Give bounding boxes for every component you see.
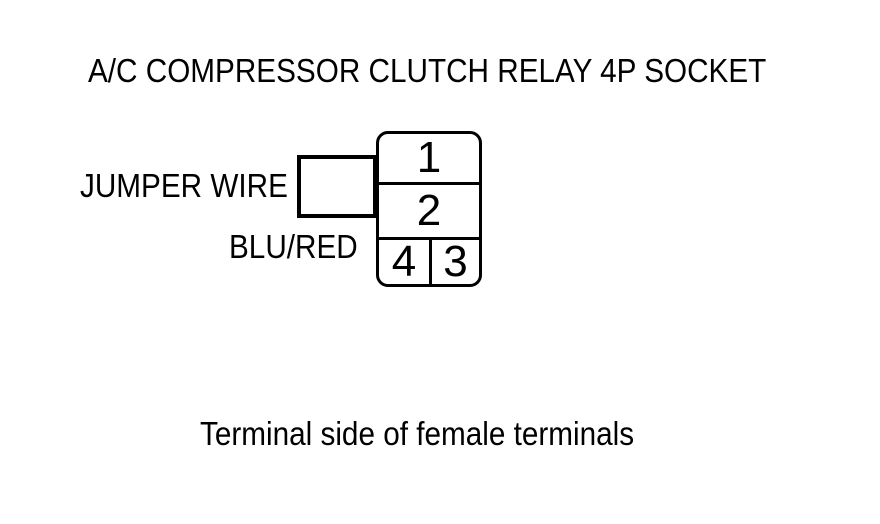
diagram-caption: Terminal side of female terminals [200,415,635,452]
terminal-number-2: 2 [416,186,442,235]
jumper-wire-label: JUMPER WIRE [80,167,288,204]
terminal-number-4: 4 [391,237,417,286]
terminal-bottom-row: 4 3 [379,240,479,284]
jumper-wire-shape [297,155,377,218]
terminal-number-1: 1 [416,133,442,182]
relay-socket-outline: 1 2 4 3 [376,131,482,287]
diagram-title: A/C COMPRESSOR CLUTCH RELAY 4P SOCKET [88,52,767,89]
wire-color-label: BLU/RED [229,228,358,265]
terminal-cell-1: 1 [379,134,479,185]
terminal-cell-3: 3 [432,240,479,284]
terminal-cell-4: 4 [379,240,432,284]
terminal-cell-2: 2 [379,185,479,240]
terminal-number-3: 3 [443,237,468,286]
